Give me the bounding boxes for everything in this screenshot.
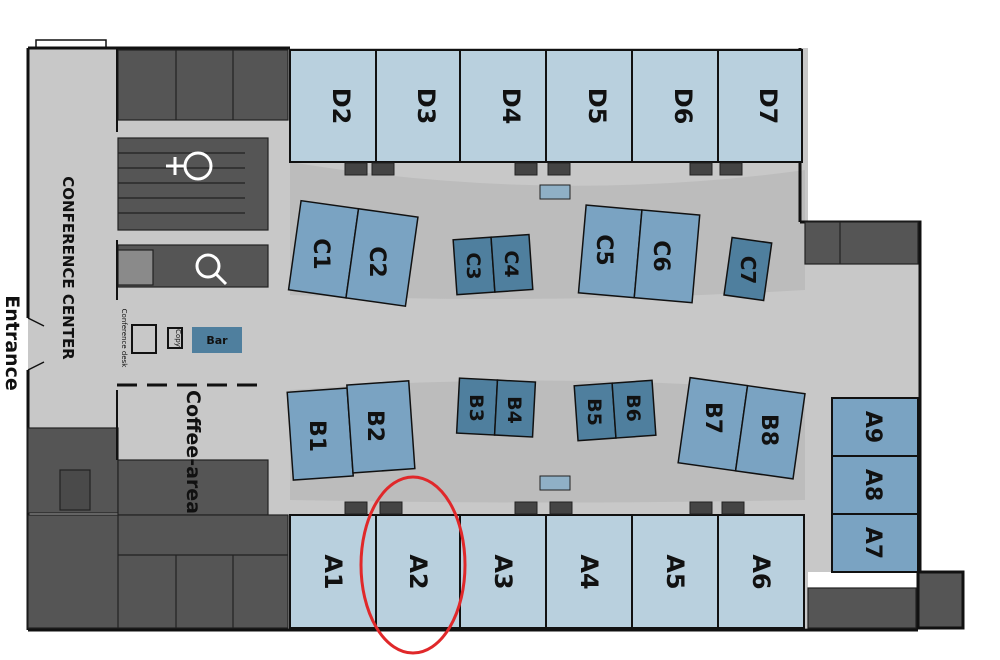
booth-d7-label: D7 (754, 88, 782, 125)
booth-d4-label: D4 (497, 88, 525, 125)
booth-b8[interactable] (734, 384, 806, 480)
booth-b6[interactable] (611, 379, 657, 439)
booth-b5-label: B5 (583, 398, 605, 426)
conference-desk-label: Conference desk (120, 309, 128, 369)
booth-a5-label: A5 (661, 554, 689, 589)
booth-c1-label: C1 (308, 238, 333, 269)
booth-d2[interactable] (289, 49, 377, 163)
booth-d3[interactable] (375, 49, 461, 163)
booth-d6[interactable] (631, 49, 719, 163)
booth-b7-label: B7 (700, 402, 725, 434)
coffee-area-label: Coffee-area (182, 390, 204, 514)
booth-a6-label: A6 (747, 554, 775, 589)
booth-b4[interactable] (493, 379, 537, 438)
booth-b6-label: B6 (622, 394, 644, 422)
furniture (344, 162, 745, 515)
booth-c7-label: C7 (736, 256, 760, 285)
booth-c6[interactable] (633, 209, 701, 304)
booth-a3-label: A3 (489, 554, 517, 589)
booth-a4[interactable] (545, 514, 633, 629)
booth-c4-label: C4 (500, 250, 522, 277)
booth-d3-label: D3 (412, 88, 440, 125)
booth-d5-label: D5 (583, 88, 611, 125)
booth-c3-label: C3 (462, 252, 484, 279)
booth-d5[interactable] (545, 49, 633, 163)
booth-b4-label: B4 (503, 396, 525, 424)
booth-a6[interactable] (717, 514, 805, 629)
highlight-circle-a2 (359, 475, 467, 655)
booth-b1-label: B1 (304, 420, 329, 452)
booth-a4-label: A4 (575, 554, 603, 589)
bar-counter (192, 327, 242, 353)
booth-b3-label: B3 (465, 394, 487, 422)
copy-machine (167, 327, 183, 349)
c-booths (287, 199, 773, 308)
d-booths (289, 49, 803, 163)
booth-a7[interactable] (831, 513, 919, 573)
booth-c2[interactable] (345, 207, 419, 308)
booth-c4[interactable] (490, 233, 534, 293)
booth-a7-label: A7 (860, 527, 885, 559)
female-restroom-icon (166, 151, 213, 181)
conference-center-label: CONFERENCE CENTER (59, 176, 77, 360)
booth-c5-label: C5 (591, 234, 616, 265)
booth-d6-label: D6 (669, 88, 697, 125)
booth-d7[interactable] (717, 49, 803, 163)
a-booths (289, 397, 919, 629)
booth-a8[interactable] (831, 455, 919, 515)
booth-a5[interactable] (631, 514, 719, 629)
bar-label: Bar (206, 334, 228, 347)
booth-b2-label: B2 (362, 410, 387, 442)
booth-a8-label: A8 (860, 469, 885, 501)
entrance-doors (27, 39, 107, 371)
booth-a9-label: A9 (860, 411, 885, 443)
booth-b8-label: B8 (756, 414, 781, 446)
male-restroom-icon (195, 253, 228, 286)
entrance-label: Entrance (1, 295, 23, 390)
booth-a2-label: A2 (404, 554, 432, 589)
conference-center-area (116, 48, 265, 460)
booth-d4[interactable] (459, 49, 547, 163)
booth-c7[interactable] (723, 236, 773, 302)
booth-a1-label: A1 (319, 554, 347, 589)
booth-d2-label: D2 (327, 88, 355, 125)
conference-desk (131, 324, 157, 354)
copy-label: Copy (174, 329, 182, 347)
booth-a2[interactable] (375, 514, 461, 629)
booth-c2-label: C2 (364, 246, 389, 277)
booth-b2[interactable] (346, 379, 416, 474)
b-booths (286, 376, 806, 481)
booth-c6-label: C6 (648, 240, 673, 271)
